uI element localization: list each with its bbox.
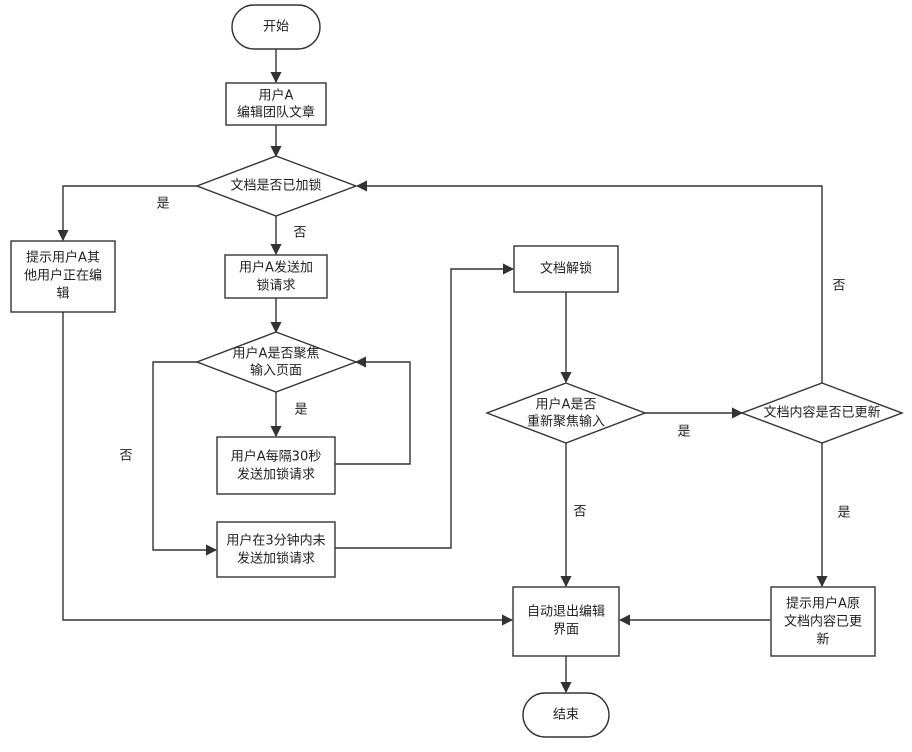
node-every30: 用户A每隔30秒 发送加锁请求 xyxy=(216,436,336,495)
refocus-question-line1: 用户A是否 xyxy=(536,397,597,413)
node-auto-exit: 自动退出编辑 界面 xyxy=(512,586,620,657)
node-end: 结束 xyxy=(522,692,610,738)
end-label: 结束 xyxy=(553,708,579,723)
every30-line1: 用户A每隔30秒 xyxy=(231,449,321,465)
auto-exit-line1: 自动退出编辑 xyxy=(527,605,605,620)
no3min-line1: 用户在3分钟内未 xyxy=(226,533,325,549)
send-lock-line1: 用户A发送加 xyxy=(239,260,313,276)
node-prompt-updated: 提示用户A原 文档内容已更 新 xyxy=(770,586,876,657)
node-no3min: 用户在3分钟内未 发送加锁请求 xyxy=(216,521,336,578)
node-edit-article: 用户A 编辑团队文章 xyxy=(225,82,327,126)
prompt-locked-line3: 辑 xyxy=(56,287,69,302)
edge-label-focus-no: 否 xyxy=(119,449,132,464)
prompt-updated-line3: 新 xyxy=(816,632,829,648)
edge-label-locked-yes: 是 xyxy=(156,197,169,212)
edge-label-updated-yes: 是 xyxy=(837,506,850,521)
edge-label-refocus-yes: 是 xyxy=(677,425,690,440)
prompt-locked-line1: 提示用户A其 xyxy=(26,250,100,266)
locked-question-label: 文档是否已加锁 xyxy=(230,178,321,194)
edge-updated-no-to-locked-q xyxy=(355,180,823,383)
node-unlock: 文档解锁 xyxy=(513,245,619,293)
no3min-line2: 发送加锁请求 xyxy=(237,551,315,567)
every30-line2: 发送加锁请求 xyxy=(237,467,315,483)
node-locked-question: 文档是否已加锁 xyxy=(195,155,358,217)
prompt-updated-line2: 文档内容已更 xyxy=(784,614,862,630)
node-start: 开始 xyxy=(231,4,321,50)
focus-question-line2: 输入页面 xyxy=(250,363,302,379)
edit-label-line1: 用户A xyxy=(259,88,294,104)
node-focus-question: 用户A是否聚焦 输入页面 xyxy=(195,331,358,393)
node-updated-question: 文档内容是否已更新 xyxy=(740,382,904,444)
edge-labels: 是 否 是 否 是 否 否 是 xyxy=(119,197,850,521)
edges xyxy=(57,49,828,694)
node-prompt-locked: 提示用户A其 他用户正在编 辑 xyxy=(10,240,116,313)
edge-focus-no-to-no3min xyxy=(152,361,218,556)
edge-every30-loop-to-focus-q xyxy=(335,356,411,465)
refocus-question-line2: 重新聚焦输入 xyxy=(527,414,605,430)
unlock-label: 文档解锁 xyxy=(540,261,592,277)
start-label: 开始 xyxy=(263,20,289,35)
edge-no3min-to-unlock xyxy=(335,263,515,549)
edit-label-line2: 编辑团队文章 xyxy=(237,105,315,121)
send-lock-line2: 锁请求 xyxy=(256,278,295,294)
edge-label-updated-no: 否 xyxy=(832,279,845,294)
prompt-updated-line1: 提示用户A原 xyxy=(786,596,860,612)
node-refocus-question: 用户A是否 重新聚焦输入 xyxy=(485,382,647,444)
edge-locked-yes-to-prompt xyxy=(57,185,197,242)
edge-prompt-locked-to-auto-exit xyxy=(62,312,514,626)
updated-question-label: 文档内容是否已更新 xyxy=(763,405,880,421)
edge-label-refocus-no: 否 xyxy=(573,505,586,520)
prompt-locked-line2: 他用户正在编 xyxy=(24,268,102,284)
auto-exit-line2: 界面 xyxy=(553,623,579,638)
edge-label-focus-yes: 是 xyxy=(294,403,307,418)
node-send-lock: 用户A发送加 锁请求 xyxy=(224,254,328,299)
edge-label-locked-no: 否 xyxy=(293,226,306,241)
focus-question-line1: 用户A是否聚焦 xyxy=(233,346,320,362)
